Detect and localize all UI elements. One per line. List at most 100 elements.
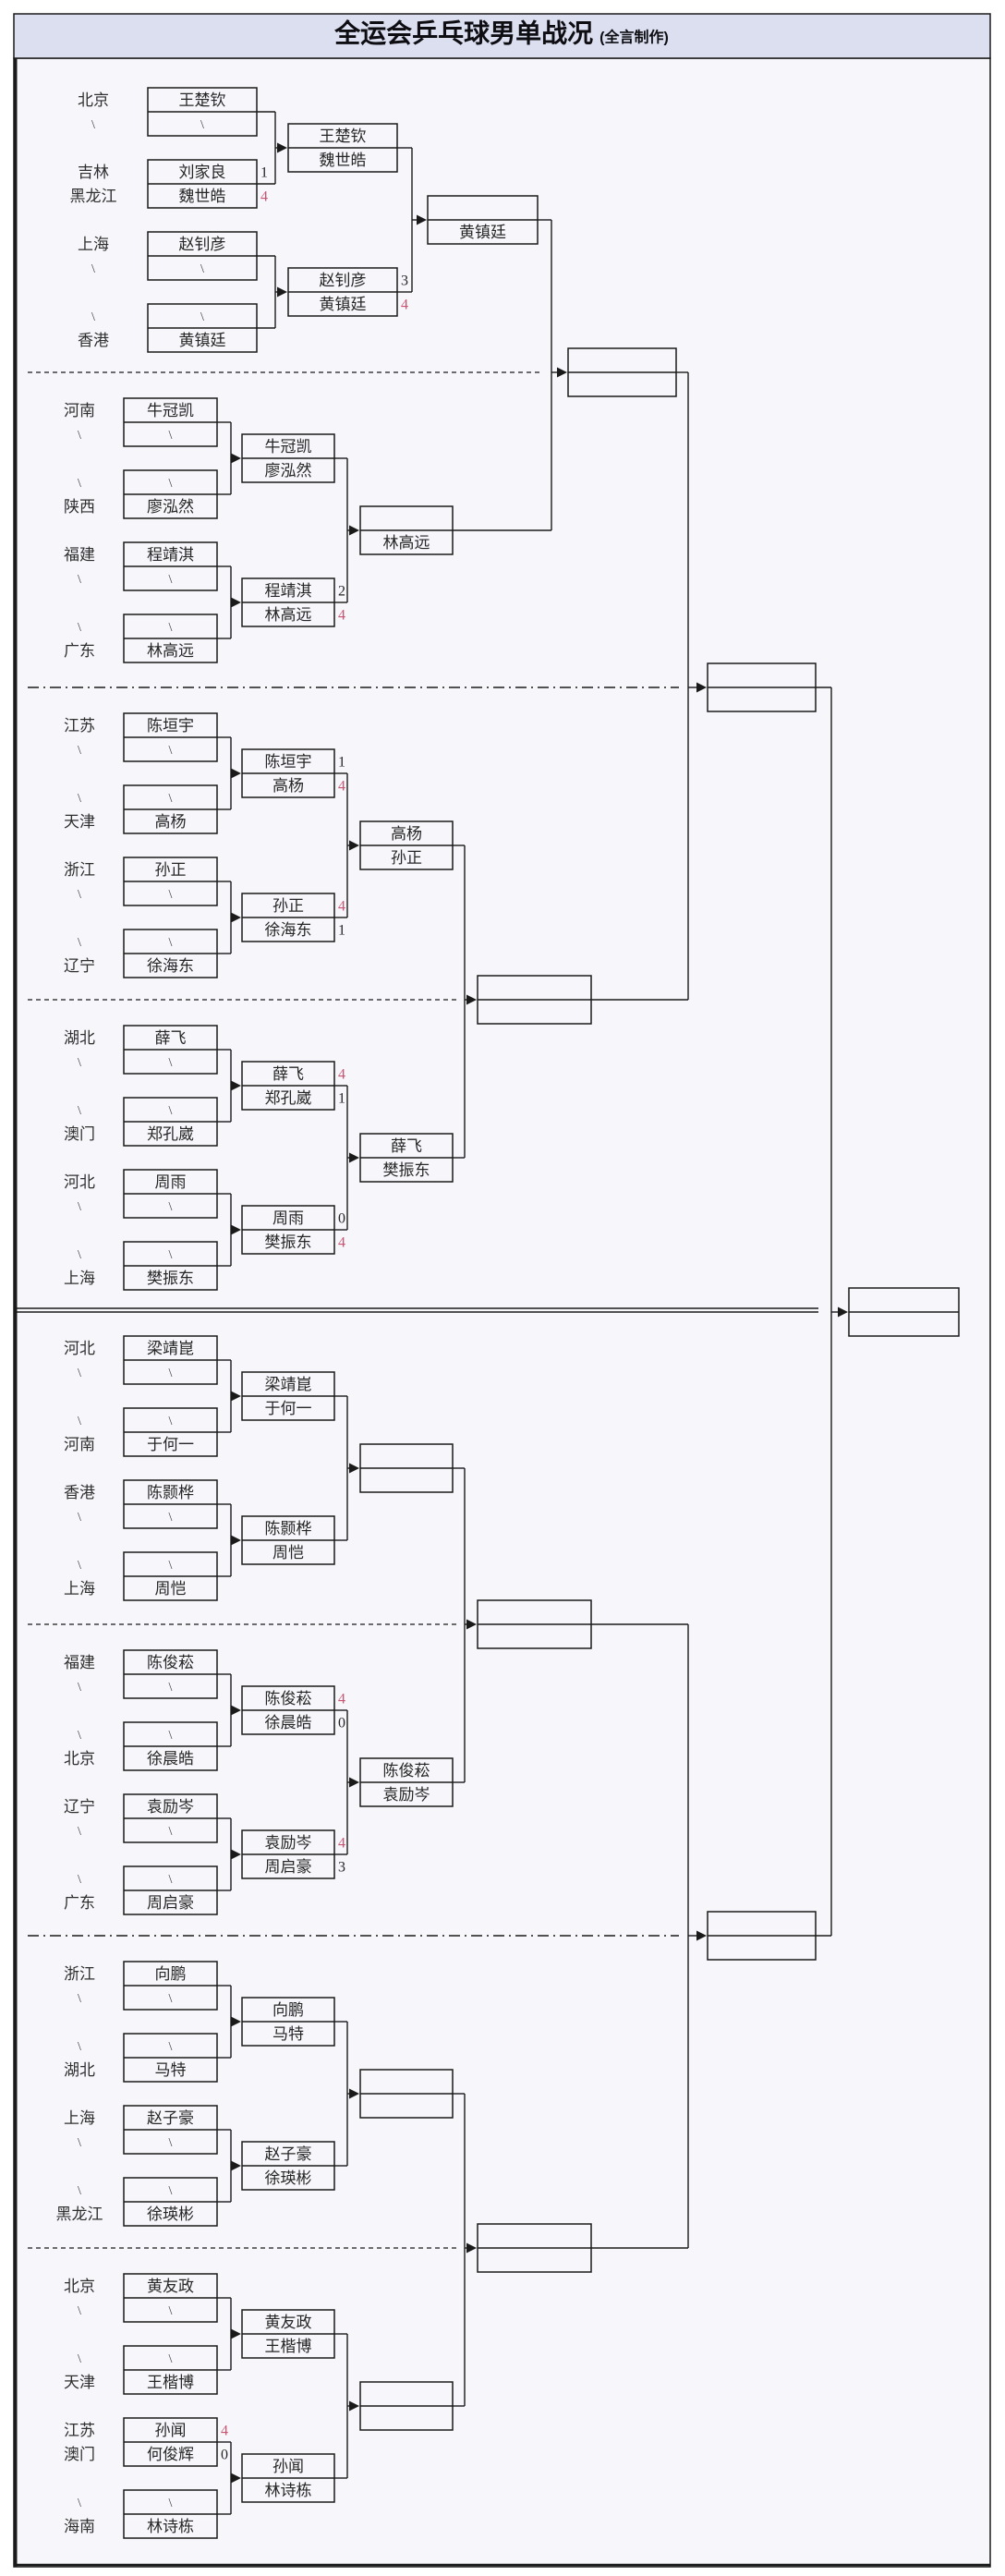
bye-mark: \ bbox=[78, 744, 81, 758]
bye-mark: \ bbox=[200, 310, 204, 324]
region-label: 湖北 bbox=[64, 2061, 95, 2079]
match-score: 1 bbox=[260, 165, 268, 181]
bye-mark: \ bbox=[78, 1559, 81, 1573]
arrow-right-icon bbox=[231, 1224, 241, 1235]
arrow-right-icon bbox=[696, 682, 707, 693]
match-score: 1 bbox=[338, 1091, 345, 1107]
player-name: 王楷博 bbox=[147, 2374, 194, 2391]
round16-player-name: 孙正 bbox=[391, 849, 422, 867]
match-score: 3 bbox=[338, 1860, 345, 1876]
arrow-right-icon bbox=[231, 597, 241, 608]
round2-player-name: 王楚钦 bbox=[320, 128, 367, 145]
bye-mark: \ bbox=[200, 262, 204, 276]
region-label: 天津 bbox=[64, 2374, 95, 2391]
round2-player-name: 郑孔崴 bbox=[265, 1089, 312, 1107]
bye-mark: \ bbox=[169, 1200, 173, 1214]
bye-mark: \ bbox=[169, 1248, 173, 1262]
region-label: 浙江 bbox=[64, 1965, 95, 1983]
region-label: 北京 bbox=[78, 91, 109, 109]
round2-player-name: 周启豪 bbox=[265, 1857, 312, 1876]
bye-mark: \ bbox=[169, 744, 173, 758]
match-score: 1 bbox=[338, 923, 345, 939]
player-name: 程靖淇 bbox=[147, 546, 194, 564]
round2-player-name: 林高远 bbox=[265, 606, 312, 624]
arrow-right-icon bbox=[231, 1535, 241, 1546]
region-label: 北京 bbox=[64, 1750, 95, 1768]
region-label: 河北 bbox=[64, 1340, 95, 1357]
bye-mark: \ bbox=[169, 1559, 173, 1573]
match-score: 4 bbox=[338, 779, 345, 795]
round2-player-name: 孙闻 bbox=[272, 2458, 304, 2475]
region-label: 福建 bbox=[64, 546, 95, 564]
bye-mark: \ bbox=[78, 1825, 81, 1839]
bye-mark: \ bbox=[78, 573, 81, 587]
bye-mark: \ bbox=[78, 2136, 81, 2150]
round2-player-name: 樊振东 bbox=[265, 1233, 312, 1251]
player-name: 郑孔崴 bbox=[147, 1125, 194, 1143]
match-score: 3 bbox=[401, 273, 408, 289]
bye-mark: \ bbox=[78, 2040, 81, 2054]
round2-player-name: 孙正 bbox=[272, 897, 304, 915]
match-score: 4 bbox=[401, 298, 408, 313]
player-name: 刘家良 bbox=[179, 164, 226, 181]
match-score: 1 bbox=[338, 755, 345, 771]
player-name: 孙闻 bbox=[155, 2422, 187, 2439]
match-score: 4 bbox=[260, 189, 268, 205]
bye-mark: \ bbox=[169, 792, 173, 806]
bye-mark: \ bbox=[78, 2352, 81, 2366]
player-name: 周恺 bbox=[155, 1580, 187, 1598]
round2-player-name: 赵子豪 bbox=[265, 2145, 312, 2163]
bye-mark: \ bbox=[78, 1104, 81, 1118]
bye-mark: \ bbox=[169, 1873, 173, 1887]
bye-mark: \ bbox=[78, 792, 81, 806]
title-text: 全运会乒乓球男单战况 bbox=[333, 18, 593, 48]
arrow-right-icon bbox=[349, 1777, 359, 1788]
player-name: 牛冠凯 bbox=[147, 402, 194, 419]
arrow-right-icon bbox=[557, 367, 567, 378]
arrow-right-icon bbox=[349, 1463, 359, 1474]
round2-player-name: 徐瑛彬 bbox=[265, 2169, 312, 2187]
round16-player-name: 高杨 bbox=[391, 825, 422, 843]
region-label: 北京 bbox=[64, 2278, 95, 2295]
region-label: 陕西 bbox=[64, 498, 95, 516]
match-score: 4 bbox=[338, 899, 345, 915]
player-name: 王楚钦 bbox=[179, 91, 226, 109]
bye-mark: \ bbox=[78, 2304, 81, 2318]
arrow-right-icon bbox=[231, 453, 241, 464]
player-name: 薛飞 bbox=[155, 1029, 187, 1047]
arrow-right-icon bbox=[466, 2242, 477, 2254]
bye-mark: \ bbox=[78, 888, 81, 902]
region-label: 香港 bbox=[64, 1484, 95, 1501]
bye-mark: \ bbox=[78, 2184, 81, 2198]
arrow-right-icon bbox=[349, 525, 359, 536]
player-name: 高杨 bbox=[155, 813, 187, 831]
region-label: 浙江 bbox=[64, 861, 95, 879]
arrow-right-icon bbox=[231, 1705, 241, 1716]
player-name: 陈颢桦 bbox=[147, 1484, 194, 1501]
bye-mark: \ bbox=[169, 1992, 173, 2006]
region-label: 天津 bbox=[64, 813, 95, 831]
round2-player-name: 廖泓然 bbox=[265, 462, 312, 480]
bye-mark: \ bbox=[169, 2184, 173, 2198]
region-label: 海南 bbox=[64, 2518, 95, 2535]
arrow-right-icon bbox=[231, 2160, 241, 2171]
round2-player-name: 陈颢桦 bbox=[265, 1520, 312, 1537]
arrow-right-icon bbox=[231, 1849, 241, 1860]
bye-mark: \ bbox=[200, 118, 204, 132]
arrow-right-icon bbox=[696, 1930, 707, 1941]
arrow-right-icon bbox=[417, 214, 427, 225]
bye-mark: \ bbox=[78, 1873, 81, 1887]
region-label: 上海 bbox=[64, 2109, 95, 2127]
bye-mark: \ bbox=[78, 621, 81, 635]
round2-player-name: 梁靖崑 bbox=[265, 1376, 312, 1393]
bye-mark: \ bbox=[78, 1367, 81, 1380]
bye-mark: \ bbox=[78, 1248, 81, 1262]
bye-mark: \ bbox=[91, 262, 95, 276]
match-score: 4 bbox=[338, 608, 345, 624]
bye-mark: \ bbox=[169, 2497, 173, 2510]
